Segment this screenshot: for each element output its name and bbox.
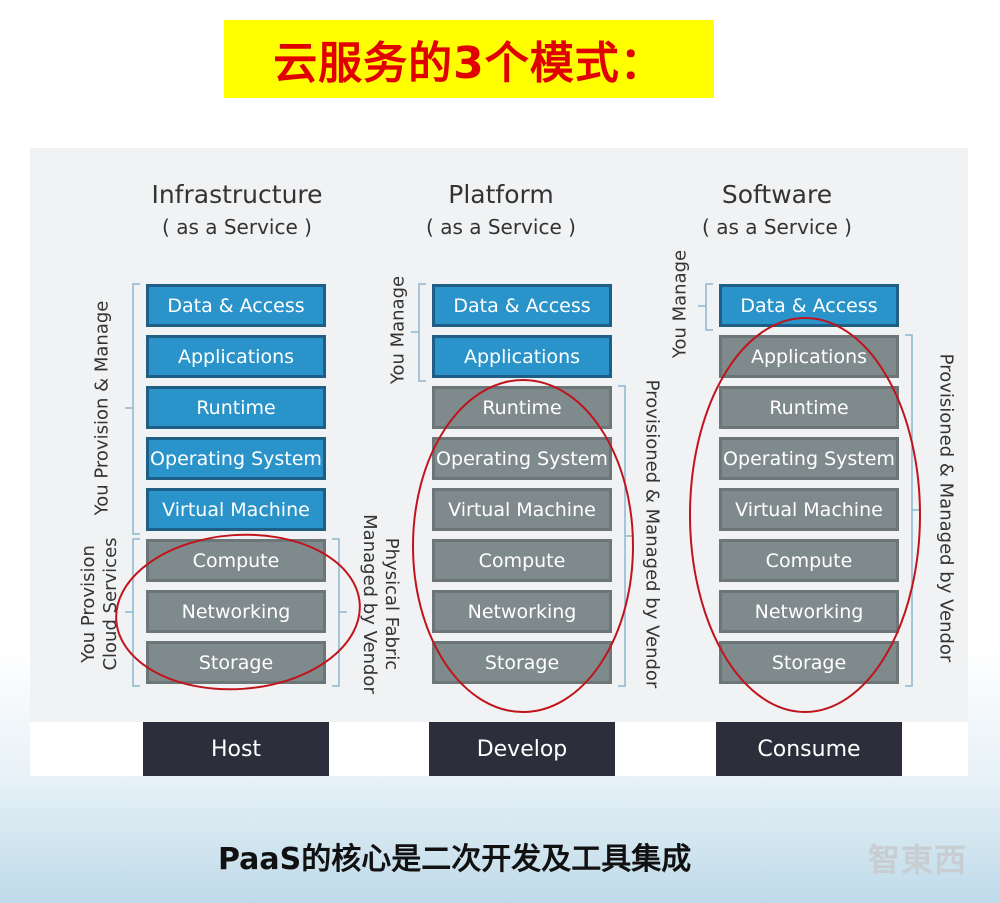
saas-layer-runtime: Runtime [719, 386, 899, 429]
bracket-paas-right [618, 385, 626, 687]
bracket-saas-right [905, 334, 913, 687]
bracket-iaas-top [132, 283, 140, 535]
highlight-ellipse-paas [412, 379, 634, 713]
iaas-layer-data-access: Data & Access [146, 284, 326, 327]
iaas-footer-host: Host [143, 722, 329, 776]
saas-layer-data-access: Data & Access [719, 284, 899, 327]
paas-layer-virtual-machine: Virtual Machine [432, 488, 612, 531]
iaas-layer-virtual-machine: Virtual Machine [146, 488, 326, 531]
saas-layer-virtual-machine: Virtual Machine [719, 488, 899, 531]
bracket-iaas-bottom [132, 538, 140, 687]
paas-footer-develop: Develop [429, 722, 615, 776]
saas-layer-operating-system: Operating System [719, 437, 899, 480]
saas-layer-applications: Applications [719, 335, 899, 378]
highlight-ellipse-saas [689, 317, 921, 713]
saas-layer-compute: Compute [719, 539, 899, 582]
paas-layer-storage: Storage [432, 641, 612, 684]
saas-footer-consume: Consume [716, 722, 902, 776]
paas-layer-operating-system: Operating System [432, 437, 612, 480]
iaas-layer-runtime: Runtime [146, 386, 326, 429]
iaas-layer-networking: Networking [146, 590, 326, 633]
iaas-layer-operating-system: Operating System [146, 437, 326, 480]
iaas-title: Infrastructure [151, 180, 323, 209]
bracket-saas-left [705, 283, 713, 331]
caption-text: PaaS的核心是二次开发及工具集成 [218, 842, 692, 877]
iaas-subtitle: ( as a Service ) [162, 215, 312, 239]
iaas-layer-storage: Storage [146, 641, 326, 684]
page-title: 云服务的3个模式： [273, 38, 665, 89]
saas-subtitle: ( as a Service ) [702, 215, 852, 239]
paas-layer-compute: Compute [432, 539, 612, 582]
iaas-layer-applications: Applications [146, 335, 326, 378]
page-title-banner: 云服务的3个模式： [224, 20, 714, 98]
watermark-logo: 智東西 [868, 841, 968, 879]
paas-layer-networking: Networking [432, 590, 612, 633]
iaas-layer-compute: Compute [146, 539, 326, 582]
saas-title: Software [721, 180, 833, 209]
paas-layer-data-access: Data & Access [432, 284, 612, 327]
saas-layer-networking: Networking [719, 590, 899, 633]
bracket-paas-left [418, 283, 426, 382]
paas-layer-applications: Applications [432, 335, 612, 378]
paas-title: Platform [448, 180, 554, 209]
paas-subtitle: ( as a Service ) [426, 215, 576, 239]
highlight-ellipse-iaas [115, 533, 361, 691]
saas-layer-storage: Storage [719, 641, 899, 684]
